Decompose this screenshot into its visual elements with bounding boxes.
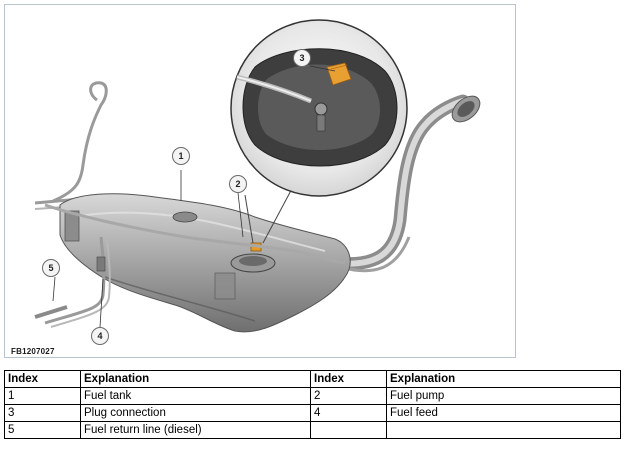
row-index-2: 2 xyxy=(310,387,387,405)
row-index-1: 3 xyxy=(4,404,81,422)
row-index-2: 4 xyxy=(310,404,387,422)
row-index-1: 5 xyxy=(4,421,81,439)
fuel-lines xyxy=(34,203,346,328)
zoom-leader-right xyxy=(262,182,296,244)
vent-line xyxy=(34,81,126,210)
fuel-tank-drawing xyxy=(34,19,481,333)
callout-leaders xyxy=(52,65,336,328)
table-row: 1 Fuel tank 2 Fuel pump xyxy=(4,387,621,405)
row-index-2 xyxy=(310,421,387,439)
callout-1: 1 xyxy=(172,147,190,165)
filler-neck xyxy=(328,94,481,273)
table-row: 3 Plug connection 4 Fuel feed xyxy=(4,404,621,422)
plug-connection-detail xyxy=(230,19,408,197)
callout-4: 4 xyxy=(91,327,109,345)
row-explanation-1: Fuel return line (diesel) xyxy=(80,421,311,439)
callout-3: 3 xyxy=(293,49,311,67)
legend-header-row: Index Explanation Index Explanation xyxy=(4,370,621,388)
row-explanation-2 xyxy=(386,421,621,439)
header-index-1: Index xyxy=(4,370,81,388)
callout-5: 5 xyxy=(42,259,60,277)
header-explanation-1: Explanation xyxy=(80,370,311,388)
figure-code: FB1207027 xyxy=(11,347,55,356)
row-index-1: 1 xyxy=(4,387,81,405)
callout-2: 2 xyxy=(229,175,247,193)
zoom-leader-left xyxy=(244,194,254,244)
header-explanation-2: Explanation xyxy=(386,370,621,388)
legend-table: Index Explanation Index Explanation 1 Fu… xyxy=(4,370,621,439)
row-explanation-2: Fuel feed xyxy=(386,404,621,422)
row-explanation-1: Plug connection xyxy=(80,404,311,422)
row-explanation-2: Fuel pump xyxy=(386,387,621,405)
table-row: 5 Fuel return line (diesel) xyxy=(4,421,621,439)
fuel-system-illustration: 1 2 3 4 5 FB1207027 xyxy=(4,4,516,358)
row-explanation-1: Fuel tank xyxy=(80,387,311,405)
header-index-2: Index xyxy=(310,370,387,388)
